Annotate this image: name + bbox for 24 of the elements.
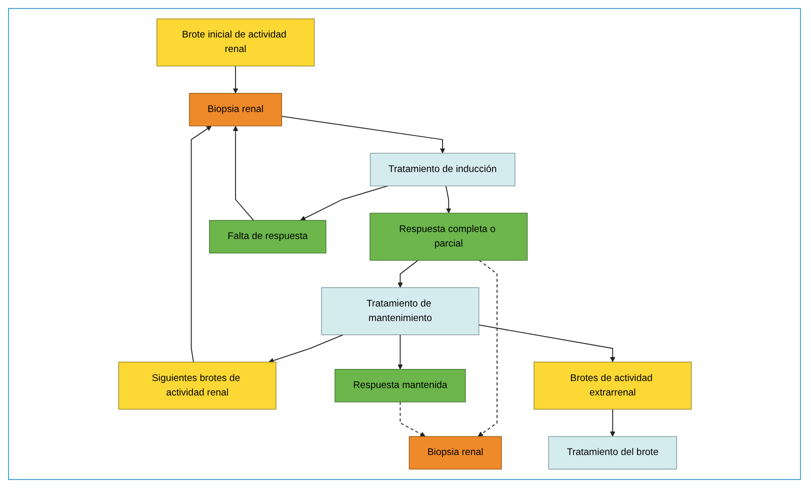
arrow [268, 334, 343, 364]
arrow [232, 66, 238, 94]
process-box: Respuesta completa o parcial [369, 212, 528, 261]
arrow [190, 126, 212, 362]
process-box: Biopsia renal [408, 436, 502, 470]
process-box: Biopsia renal [188, 92, 282, 126]
process-box: Falta de respuesta [208, 220, 326, 254]
arrow [610, 408, 615, 437]
arrow [477, 260, 497, 437]
arrow [397, 334, 402, 370]
process-box: Brote inicial de actividad renal [156, 18, 314, 66]
arrow [232, 126, 254, 221]
arrow [280, 116, 445, 154]
process-box: Tratamiento del brote [548, 436, 676, 470]
arrow [397, 260, 418, 288]
process-box: Tratamiento de inducción [369, 152, 515, 186]
arrow [399, 402, 426, 437]
process-box: Tratamiento de mantenimiento [320, 287, 479, 336]
arrow [478, 324, 615, 362]
process-box: Siguientes brotes de actividad renal [118, 362, 276, 410]
arrow [444, 185, 451, 214]
process-box: Respuesta mantenida [334, 368, 466, 402]
process-box: Brotes de actividad extrarrenal [533, 362, 692, 410]
arrow [300, 185, 388, 221]
